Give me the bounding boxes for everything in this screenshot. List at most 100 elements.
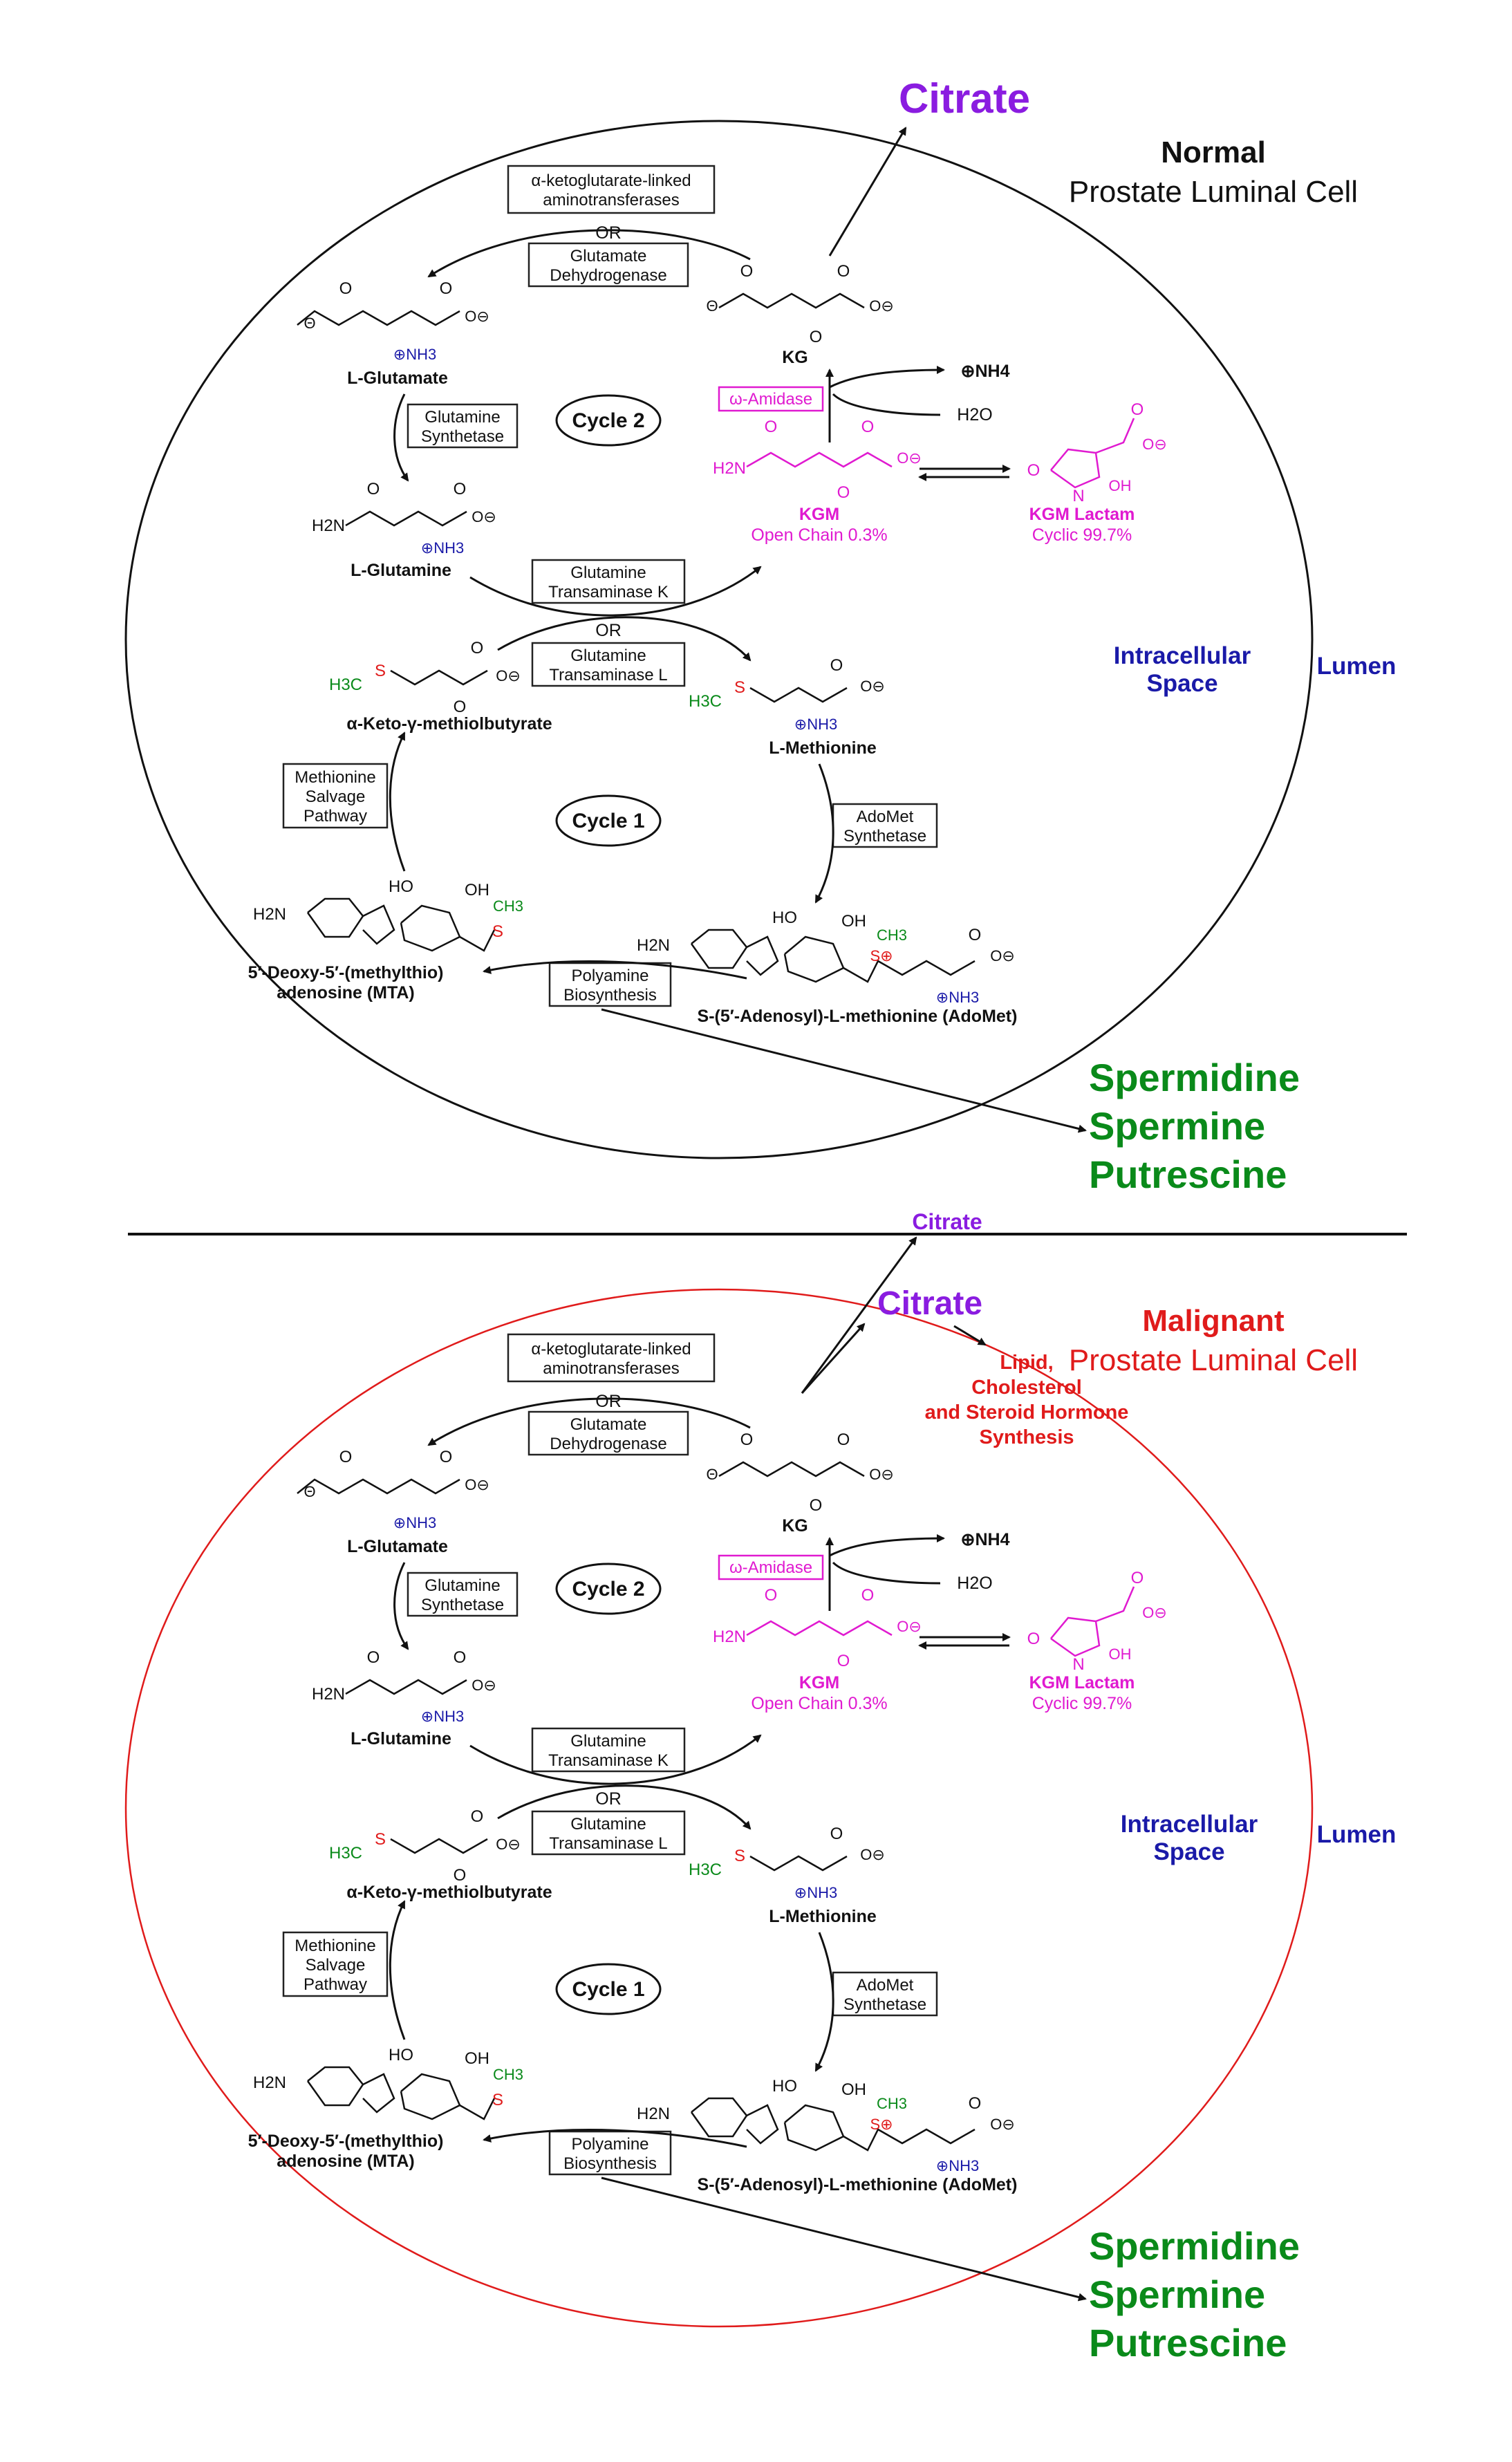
or-label-2: OR xyxy=(595,621,622,640)
kg-charge: Θ xyxy=(706,1466,718,1483)
adomet-s: S⊕ xyxy=(870,2116,893,2133)
glutamate-o2: O xyxy=(440,279,453,298)
kgm-o1: O xyxy=(765,418,778,436)
glutamine-o1: O xyxy=(367,480,380,498)
methionine-skeleton xyxy=(749,1855,848,1872)
mta-imidazole xyxy=(362,904,395,945)
glutamate-skeleton xyxy=(297,1478,460,1495)
mta-ribose xyxy=(400,2073,461,2120)
adomet-purine xyxy=(690,2097,748,2138)
kmb-to-methionine-arrow xyxy=(497,1784,752,1830)
lactam-o2: O xyxy=(1131,400,1144,419)
adomet-imidazole xyxy=(746,935,779,976)
kg-o1: O xyxy=(740,262,754,281)
adomet-o1: O xyxy=(969,2094,982,2113)
adomet-to-mta-arrow xyxy=(483,2129,747,2148)
lactam-o2: O xyxy=(1131,1569,1144,1587)
kgm-open-chain-label: Open Chain 0.3% xyxy=(751,1694,887,1713)
polyamine-putrescine: Putrescine xyxy=(1089,2321,1287,2365)
kgm-o2: O xyxy=(861,418,875,436)
kgm-lactam-label: KGM Lactam xyxy=(1029,1673,1135,1692)
methionine-skeleton xyxy=(749,687,848,703)
cycle2-oval xyxy=(555,1563,662,1615)
lactam-oh: OH xyxy=(1109,1645,1132,1663)
kmb-o1: O xyxy=(471,1807,484,1826)
kmb-o2: O xyxy=(454,1866,467,1885)
glutamate-o1: O xyxy=(339,1448,353,1466)
kg-label: KG xyxy=(782,1516,808,1536)
glutamine-o3: O⊖ xyxy=(472,508,496,525)
met-nh3: ⊕NH3 xyxy=(794,1884,837,1901)
met-o1: O xyxy=(830,1825,843,1843)
l-glutamate-label: L-Glutamate xyxy=(347,1537,448,1556)
citrate-lumen-label: Citrate xyxy=(912,1209,982,1234)
glutamate-charge: Θ xyxy=(304,1483,315,1500)
kgm-skeleton xyxy=(746,1620,893,1636)
cycle1-oval xyxy=(555,794,662,847)
or-label-2: OR xyxy=(595,1789,622,1809)
cell-title: Malignant xyxy=(1142,1304,1285,1338)
methionine-to-adomet-arrow xyxy=(814,1932,834,2072)
glutamate-o1: O xyxy=(339,279,353,298)
kmb-o2: O xyxy=(454,698,467,716)
adomet-o2: O⊖ xyxy=(990,947,1015,964)
kg-o3: O xyxy=(810,1496,823,1515)
mta-to-kmb-arrow xyxy=(389,1900,406,2040)
kgm-lactam-carboxyl xyxy=(1095,418,1135,454)
cell-subtitle: Prostate Luminal Cell xyxy=(1069,1343,1358,1377)
mta-purine xyxy=(306,897,364,938)
kmb-h3c: H3C xyxy=(329,675,362,694)
adomet-s: S⊕ xyxy=(870,947,893,964)
kg-charge: Θ xyxy=(706,297,718,315)
glutamate-o3: O⊖ xyxy=(465,308,489,325)
cycle2-label: Cycle 2 xyxy=(572,1578,644,1601)
mta-s: S xyxy=(492,2091,503,2109)
cell-membrane xyxy=(124,120,1314,1159)
polyamine-putrescine: Putrescine xyxy=(1089,1153,1287,1196)
polyamine-spermine: Spermine xyxy=(1089,2273,1265,2316)
amidase-box xyxy=(718,386,824,412)
adomet-oh: OH xyxy=(841,2080,866,2099)
mta-ch3: CH3 xyxy=(493,897,523,915)
glutamine-nh3: ⊕NH3 xyxy=(421,1708,464,1725)
kgm-cyclic-label: Cyclic 99.7% xyxy=(1032,1694,1132,1713)
glutamate-o3: O⊖ xyxy=(465,1476,489,1493)
polyamine-spermidine: Spermidine xyxy=(1089,1056,1300,1099)
citrate-to-lipid-arrow xyxy=(953,1325,987,1346)
kgm-lactam-ring xyxy=(1050,1616,1101,1657)
kg-o1: O xyxy=(740,1430,754,1449)
kg-skeleton xyxy=(718,292,865,309)
kg-to-glutamate-arrow xyxy=(427,1397,751,1446)
glutamate-o2: O xyxy=(440,1448,453,1466)
nh4-release-arrow xyxy=(829,1534,945,1557)
glutamine-skeleton xyxy=(345,510,467,527)
mta-s: S xyxy=(492,922,503,941)
citrate-label: Citrate xyxy=(877,1285,982,1322)
glutamine-o2: O xyxy=(454,1648,467,1667)
kgm-label: KGM xyxy=(799,1673,839,1692)
cycle1-label: Cycle 1 xyxy=(572,810,644,832)
polyamine-export-arrow xyxy=(601,2176,1087,2302)
polyamine-export-arrow xyxy=(601,1008,1087,1133)
cycle2-oval xyxy=(555,394,662,447)
kmb-o3: O⊖ xyxy=(496,667,521,684)
nh4-release-arrow xyxy=(829,366,945,389)
met-o2: O⊖ xyxy=(860,678,885,695)
adomet-h2n: H2N xyxy=(637,936,670,955)
